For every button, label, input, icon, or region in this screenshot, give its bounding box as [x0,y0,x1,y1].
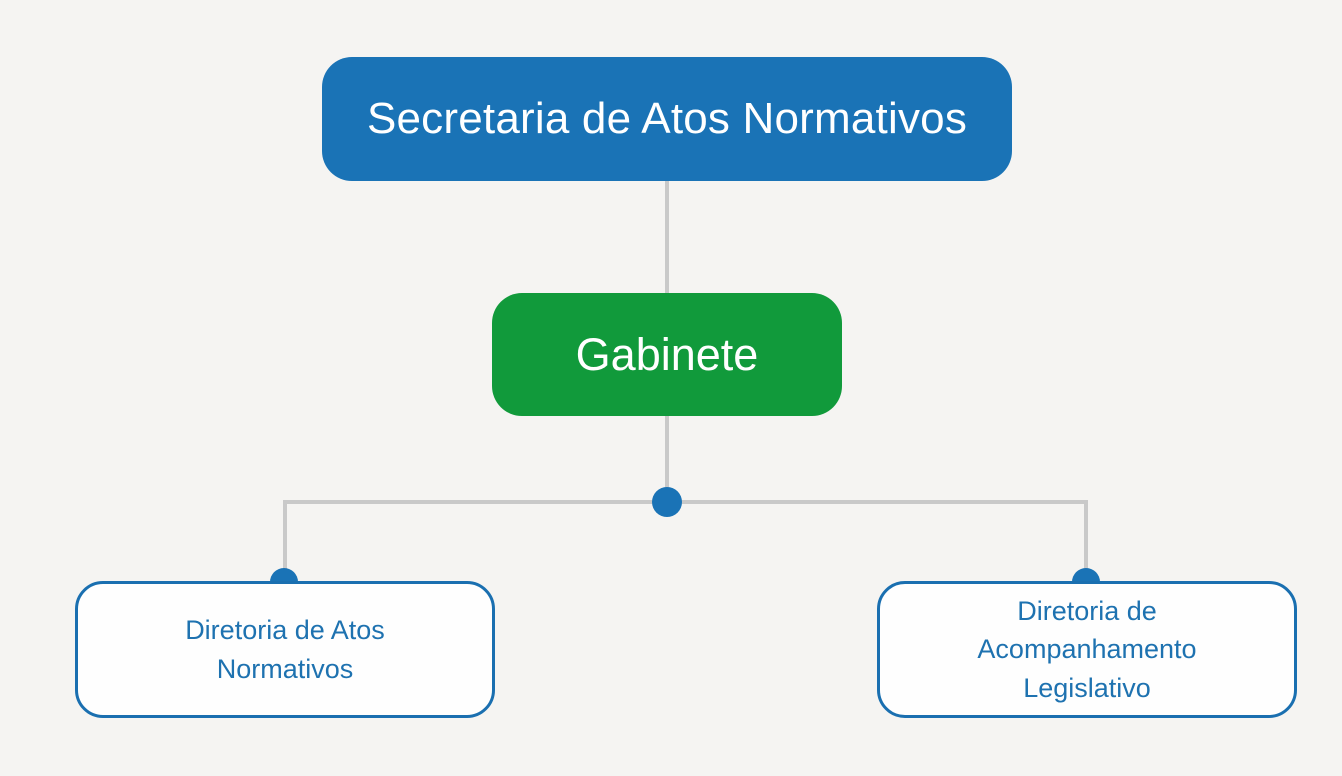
connector-root-to-gabinete [665,180,669,294]
org-node-diretoria-atos-normativos: Diretoria de Atos Normativos [75,581,495,718]
connector-horizontal-bus [283,500,1088,504]
org-node-diretoria-acompanhamento-legislativo-label: Diretoria de Acompanhamento Legislativo [977,596,1197,703]
org-node-diretoria-atos-normativos-label: Diretoria de Atos Normativos [185,615,385,684]
connector-bus-to-leaf-right [1084,500,1088,582]
connector-bus-to-leaf-left [283,500,287,582]
org-node-secretaria-label: Secretaria de Atos Normativos [366,94,968,143]
org-node-gabinete-label: Gabinete [575,328,759,380]
junction-dot [652,487,682,517]
org-node-secretaria: Secretaria de Atos Normativos [322,57,1012,181]
connector-gabinete-to-bus [665,416,669,502]
org-node-diretoria-acompanhamento-legislativo: Diretoria de Acompanhamento Legislativo [877,581,1297,718]
org-node-gabinete: Gabinete [492,293,842,416]
